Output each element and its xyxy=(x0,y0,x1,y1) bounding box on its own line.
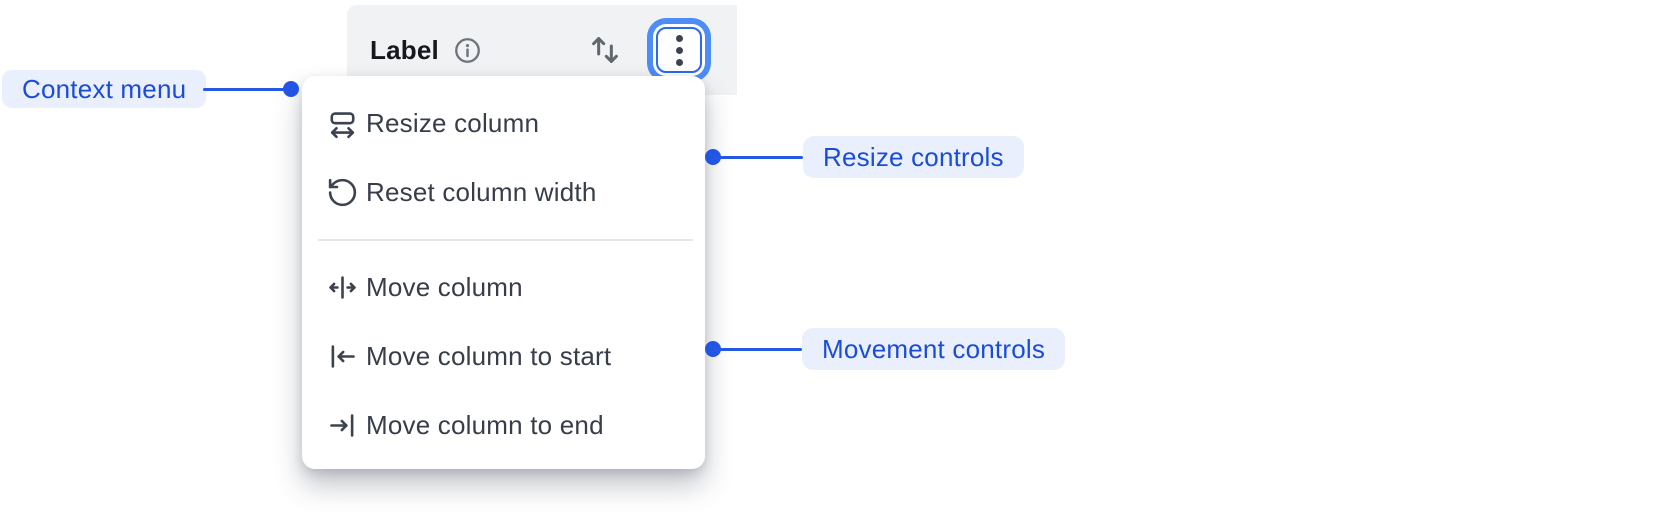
resize-column-icon xyxy=(325,107,359,140)
column-menu-button[interactable] xyxy=(656,27,702,73)
menu-item-label: Reset column width xyxy=(366,177,597,207)
column-header-label: Label xyxy=(370,34,439,65)
menu-item-label: Move column to start xyxy=(366,341,612,371)
annotation-connector-line xyxy=(713,348,802,351)
menu-item-move-column-to-end[interactable]: Move column to end xyxy=(302,391,705,460)
column-context-menu: Resize column Reset column width Move co… xyxy=(302,76,705,469)
annotation-connector-line xyxy=(203,88,288,91)
menu-item-reset-column-width[interactable]: Reset column width xyxy=(302,158,705,227)
info-icon[interactable] xyxy=(452,35,483,66)
menu-item-move-column[interactable]: Move column xyxy=(302,253,705,322)
menu-item-resize-column[interactable]: Resize column xyxy=(302,89,705,158)
menu-item-label: Move column to end xyxy=(366,410,604,440)
sort-icon[interactable] xyxy=(586,31,624,69)
annotation-pointer-dot xyxy=(283,81,299,97)
menu-item-label: Move column xyxy=(366,272,523,302)
move-column-icon xyxy=(325,271,359,304)
annotation-context-menu: Context menu xyxy=(2,70,207,108)
vertical-ellipsis-icon xyxy=(675,34,683,66)
reset-column-width-icon xyxy=(325,176,359,209)
annotation-resize-controls: Resize controls xyxy=(803,136,1024,178)
menu-divider xyxy=(318,239,693,241)
annotation-connector-line xyxy=(713,156,803,159)
move-column-to-start-icon xyxy=(325,340,359,373)
move-column-to-end-icon xyxy=(325,409,359,442)
annotation-movement-controls: Movement controls xyxy=(802,328,1066,370)
menu-item-label: Resize column xyxy=(366,108,540,138)
menu-item-move-column-to-start[interactable]: Move column to start xyxy=(302,322,705,391)
